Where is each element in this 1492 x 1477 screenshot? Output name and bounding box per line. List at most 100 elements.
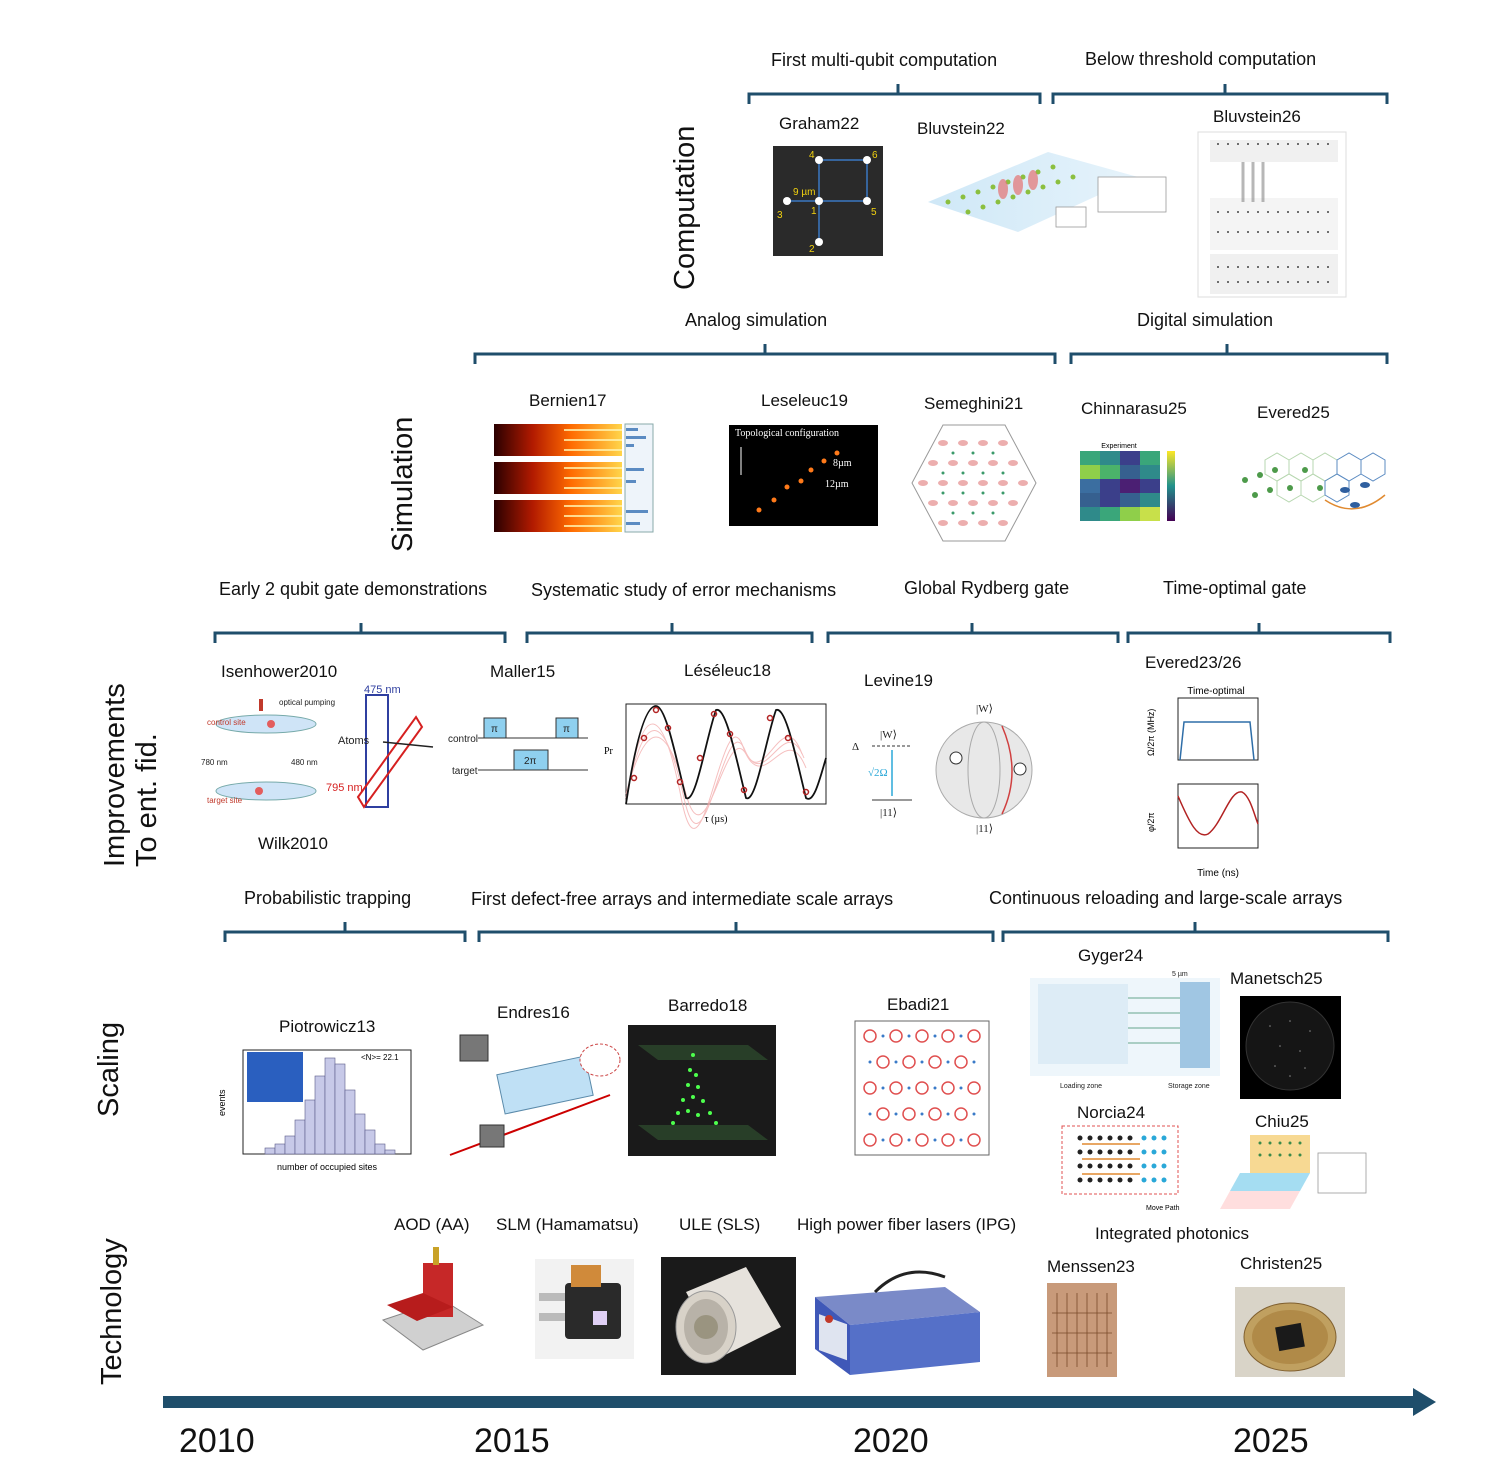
label-gyger24: Gyger24: [1078, 946, 1144, 965]
group-time-opt: Time-optimal gate: [1163, 578, 1307, 598]
group-global-gate: Global Rydberg gate: [904, 578, 1070, 598]
leseleuc18-fit: [625, 705, 827, 805]
figure-semeghini21: [911, 424, 1037, 542]
bracket-prob-trap: [223, 922, 467, 942]
figure-manetsch25: [1240, 996, 1341, 1099]
figure-chiu25: [1220, 1135, 1367, 1209]
norcia-move: Move Path: [1146, 1205, 1180, 1212]
figure-gyger24: 5 µm Loading zone Storage zone: [1030, 971, 1220, 1090]
figure-graham22: 4 6 3 1 5 2 9 µm: [773, 146, 883, 256]
piot-xlabel: number of occupied sites: [277, 1162, 378, 1172]
group-continuous: Continuous reloading and large-scale arr…: [989, 888, 1343, 908]
graham-site-4: 4: [809, 150, 815, 161]
year-2010: 2010: [179, 1422, 255, 1460]
label-isenhower2010: Isenhower2010: [221, 662, 338, 681]
bracket-early-gates: [213, 623, 507, 643]
label-norcia24: Norcia24: [1077, 1103, 1146, 1122]
isen-480: 480 nm: [291, 758, 318, 767]
year-2015: 2015: [474, 1422, 550, 1460]
lese19-title: Topological configuration: [735, 428, 839, 439]
label-christen25: Christen25: [1240, 1254, 1323, 1273]
label-maller15: Maller15: [490, 662, 556, 681]
image-ule: [661, 1257, 796, 1375]
maller-target: target: [452, 766, 478, 777]
group-below-threshold: Below threshold computation: [1085, 49, 1317, 69]
isen-target: target site: [207, 796, 243, 805]
label-leseleuc18: Léséleuc18: [684, 661, 771, 680]
label-bluvstein22: Bluvstein22: [917, 119, 1005, 138]
label-bernien17: Bernien17: [529, 391, 607, 410]
label-menssen23: Menssen23: [1047, 1257, 1135, 1276]
timeline-arrow: [163, 1388, 1436, 1416]
bracket-defect-free: [477, 922, 995, 942]
figure-wilk2010: 475 nm Atoms 795 nm: [326, 684, 434, 809]
label-evered25: Evered25: [1257, 403, 1330, 422]
piot-n: <N>= 22.1: [361, 1053, 399, 1062]
evered-phase: [1177, 791, 1259, 836]
gyger-loading: Loading zone: [1060, 1083, 1102, 1090]
levine-w-top: |W⟩: [976, 703, 993, 715]
levine-delta: Δ: [852, 741, 859, 753]
image-slm: [535, 1259, 634, 1359]
image-christen25: [1235, 1287, 1345, 1377]
leseleuc18-ylabel: Pr: [604, 746, 614, 757]
wilk-atoms: Atoms: [338, 735, 370, 747]
group-early-gates: Early 2 qubit gate demonstrations: [219, 579, 488, 599]
group-prob-trap: Probabilistic trapping: [244, 888, 412, 908]
label-bluvstein26: Bluvstein26: [1213, 107, 1301, 126]
figure-isenhower2010: optical pumping control site target site…: [191, 697, 341, 807]
chinna-title: Experiment: [1101, 443, 1136, 450]
maller-pi-2: π: [563, 724, 570, 735]
isen-780: 780 nm: [201, 758, 228, 767]
graham-site-6: 6: [872, 150, 878, 161]
graham-scale: 9 µm: [793, 187, 815, 198]
label-piotrowicz13: Piotrowicz13: [279, 1017, 376, 1036]
figure-barredo18: [628, 1025, 776, 1156]
levine-11-left: |11⟩: [880, 807, 897, 819]
levine-w-left: |W⟩: [880, 729, 897, 741]
wilk-795: 795 nm: [326, 782, 363, 794]
figure-leseleuc19: Topological configuration 8µm 12µm: [729, 425, 878, 526]
evered-y1: Ω/2π (MHz): [1146, 709, 1156, 756]
image-aod: [381, 1247, 485, 1351]
bracket-time-opt: [1126, 623, 1392, 643]
group-digital-sim: Digital simulation: [1137, 310, 1274, 330]
figure-bernien17: [494, 423, 654, 533]
label-barredo18: Barredo18: [668, 996, 748, 1015]
figure-evered25: [1242, 452, 1386, 510]
figure-bluvstein26: [1197, 131, 1347, 298]
evered-title: Time-optimal: [1187, 686, 1244, 697]
graham-site-2: 2: [809, 244, 815, 255]
label-fiber: High power fiber lasers (IPG): [797, 1215, 1017, 1234]
image-menssen23: [1047, 1283, 1117, 1377]
graham-site-5: 5: [871, 207, 877, 218]
figure-piotrowicz13: <N>= 22.1 number of occupied sites event…: [217, 1049, 412, 1172]
label-evered2326: Evered23/26: [1145, 653, 1242, 672]
lese19-d2: 12µm: [825, 479, 849, 490]
label-ule: ULE (SLS): [679, 1215, 761, 1234]
figure-norcia24: Move Path: [1061, 1125, 1180, 1212]
bracket-error-mech: [525, 623, 814, 643]
figure-bluvstein22: [928, 152, 1167, 232]
label-ebadi21: Ebadi21: [887, 995, 950, 1014]
figure-maller15: control target π π 2π: [448, 717, 588, 777]
isen-control: control site: [207, 718, 246, 727]
maller-pi-1: π: [491, 724, 498, 735]
gyger-storage: Storage zone: [1168, 1083, 1210, 1090]
maller-2pi: 2π: [524, 756, 537, 767]
figure-chinnarasu25: Experiment: [1080, 443, 1175, 521]
graham-site-3: 3: [777, 210, 783, 221]
group-analog-sim: Analog simulation: [685, 310, 828, 330]
label-manetsch25: Manetsch25: [1230, 969, 1323, 988]
bracket-continuous: [1001, 922, 1390, 942]
figure-evered2326: Time-optimal Ω/2π (MHz) φ/2π Time (ns): [1146, 686, 1259, 879]
bracket-analog-sim: [473, 344, 1057, 364]
label-graham22: Graham22: [779, 114, 860, 133]
isen-optical: optical pumping: [279, 698, 335, 707]
bracket-first-multi-qubit: [747, 84, 1042, 104]
piot-ylabel: events: [217, 1089, 227, 1116]
label-wilk2010: Wilk2010: [258, 834, 328, 853]
gyger-scale: 5 µm: [1172, 971, 1188, 978]
label-aod: AOD (AA): [394, 1215, 470, 1234]
year-2020: 2020: [853, 1422, 929, 1460]
